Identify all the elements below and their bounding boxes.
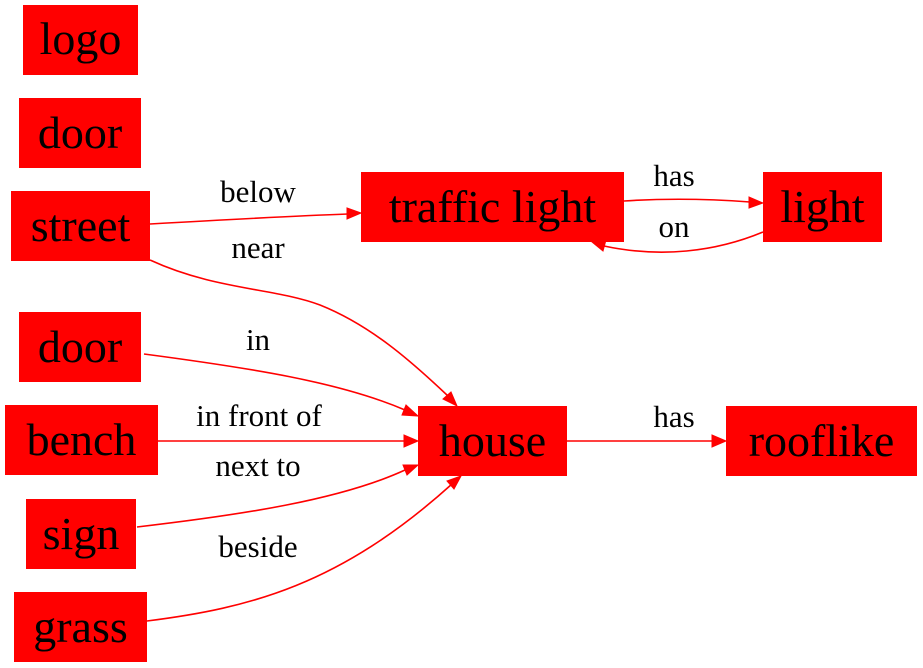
- node-label-door: door: [38, 321, 122, 372]
- node-box: [418, 406, 567, 476]
- arrowhead: [403, 434, 420, 448]
- node-box: [5, 405, 158, 475]
- edge-street-below-traffic-light: below: [149, 174, 363, 225]
- edge-line: [623, 198, 751, 203]
- edge-label-near: near: [231, 230, 285, 265]
- edge-label-has: has: [653, 158, 694, 193]
- node-box: [19, 312, 141, 382]
- node-box: [19, 98, 141, 168]
- node-label-street: street: [31, 200, 131, 251]
- arrowhead: [711, 434, 728, 448]
- edge-grass-beside-house: beside: [146, 475, 463, 622]
- edge-label-next-to: next to: [215, 448, 300, 483]
- edge-line: [149, 213, 349, 225]
- edge-label-in-front-of: in front of: [196, 398, 322, 433]
- node-door-top: door: [19, 98, 141, 168]
- edge-line: [136, 469, 406, 528]
- node-rooflike: rooflike: [726, 406, 917, 476]
- node-label-rooflike: rooflike: [749, 415, 895, 466]
- node-box: [26, 499, 136, 569]
- node-door: door: [19, 312, 141, 382]
- arrowhead: [748, 196, 765, 209]
- node-house: house: [418, 406, 567, 476]
- node-logo: logo: [23, 5, 138, 75]
- edge-line: [143, 353, 406, 411]
- edge-bench-in-front-of-house: in front of: [158, 398, 420, 448]
- arrowhead: [346, 207, 363, 220]
- node-grass: grass: [14, 592, 147, 662]
- nodes: logo door street traffic light light doo…: [5, 5, 917, 662]
- node-box: [763, 172, 882, 242]
- edge-traffic-light-has-light: has: [623, 158, 765, 209]
- node-box: [361, 172, 624, 242]
- edge-line: [149, 259, 449, 397]
- node-label-bench: bench: [27, 414, 137, 465]
- node-label-door-top: door: [38, 107, 122, 158]
- node-traffic-light: traffic light: [361, 172, 624, 242]
- node-box: [23, 5, 138, 75]
- node-label-logo: logo: [40, 13, 122, 64]
- edge-label-has: has: [653, 399, 694, 434]
- node-label-light: light: [780, 181, 865, 232]
- edge-line: [146, 483, 453, 622]
- node-label-grass: grass: [33, 601, 128, 652]
- edge-label-beside: beside: [218, 529, 297, 564]
- edges: below has on near in: [136, 158, 765, 622]
- edge-sign-next-to-house: next to: [136, 448, 420, 528]
- arrowhead: [401, 404, 420, 417]
- edge-light-on-traffic-light: on: [590, 209, 764, 253]
- node-box: [14, 592, 147, 662]
- node-sign: sign: [26, 499, 136, 569]
- node-label-house: house: [439, 415, 546, 466]
- node-light: light: [763, 172, 882, 242]
- node-box: [726, 406, 917, 476]
- edge-door-in-house: in: [143, 322, 420, 417]
- node-box: [11, 191, 150, 261]
- arrowhead: [442, 391, 458, 408]
- node-label-sign: sign: [43, 508, 120, 559]
- edge-line: [603, 231, 764, 253]
- node-street: street: [11, 191, 150, 261]
- arrowhead: [402, 464, 420, 476]
- edge-house-has-rooflike: has: [567, 399, 728, 448]
- edge-label-below: below: [220, 174, 296, 209]
- edge-street-near-house: near: [149, 230, 458, 408]
- arrowhead: [446, 475, 463, 490]
- node-bench: bench: [5, 405, 158, 475]
- edge-label-in: in: [246, 322, 271, 357]
- node-label-traffic-light: traffic light: [389, 181, 597, 232]
- edge-label-on: on: [659, 209, 691, 244]
